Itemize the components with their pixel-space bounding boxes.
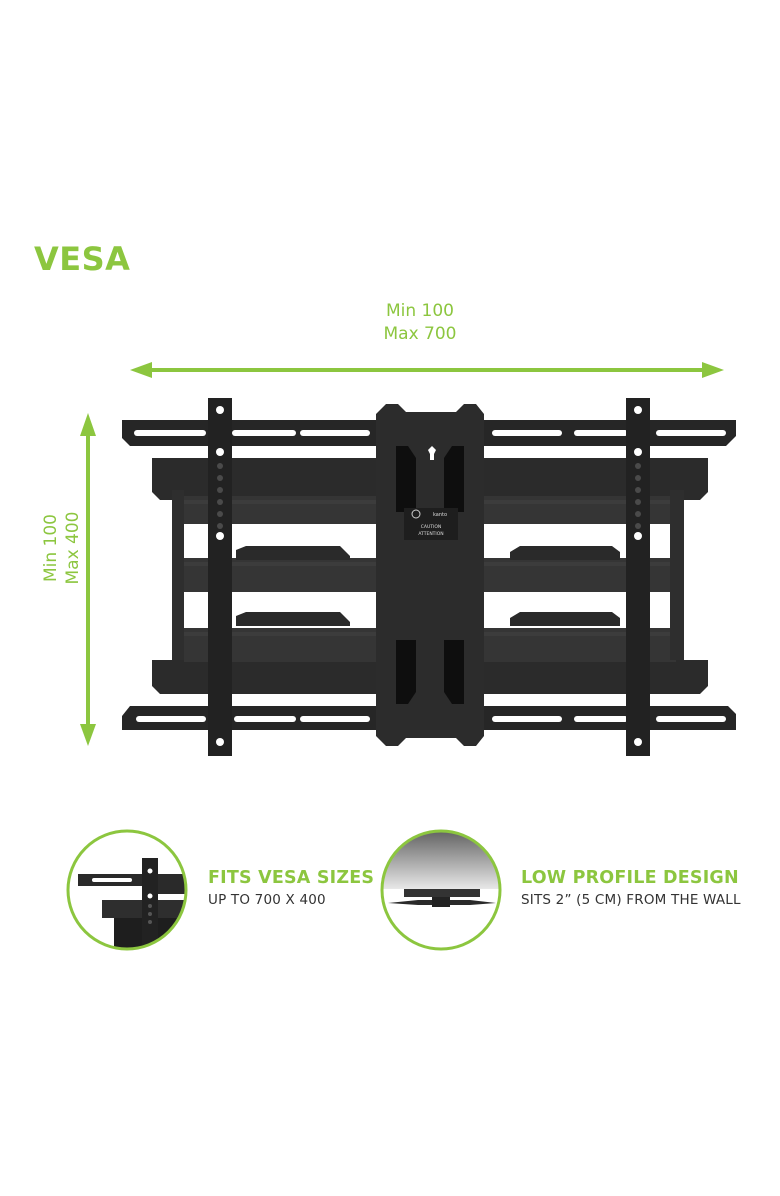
page-title: VESA xyxy=(34,240,131,278)
svg-text:ATTENTION: ATTENTION xyxy=(418,531,443,537)
svg-text:kanto: kanto xyxy=(433,512,447,518)
feature-title: FITS VESA SIZES xyxy=(208,868,375,888)
horizontal-dimension-arrow-icon xyxy=(130,362,724,378)
vertical-dimension-arrow-icon xyxy=(80,413,96,746)
horizontal-dimension-label: Min 100 Max 700 xyxy=(330,300,510,346)
feature-vesa-sizes: FITS VESA SIZES UP TO 700 X 400 xyxy=(208,868,374,908)
feature-title: LOW PROFILE DESIGN xyxy=(521,868,739,888)
svg-text:CAUTION: CAUTION xyxy=(421,524,442,530)
feature-subtitle: UP TO 700 X 400 xyxy=(208,892,326,908)
tv-wall-mount-image: kanto CAUTION ATTENTION xyxy=(122,398,736,756)
feature-subtitle: SITS 2” (5 CM) FROM THE WALL xyxy=(521,892,741,908)
horizontal-max-label: Max 700 xyxy=(383,324,457,344)
low-profile-side-view-icon xyxy=(380,829,502,951)
horizontal-min-label: Min 100 xyxy=(385,301,455,321)
feature-low-profile: LOW PROFILE DESIGN SITS 2” (5 CM) FROM T… xyxy=(521,868,741,908)
vesa-bracket-closeup-icon xyxy=(66,829,188,951)
product-label-sticker: kanto CAUTION ATTENTION xyxy=(404,508,458,540)
